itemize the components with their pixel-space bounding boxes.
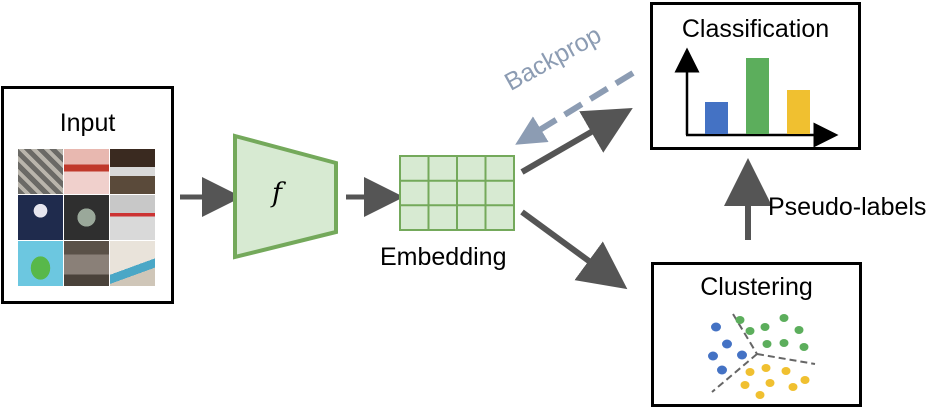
- input-image-thumbnail: [64, 241, 109, 286]
- cluster-point-yellow: [740, 381, 750, 389]
- cluster-point-yellow: [788, 383, 798, 391]
- cluster-point-blue: [722, 339, 732, 349]
- cluster-boundary: [711, 353, 758, 393]
- cluster-boundary: [732, 313, 758, 355]
- input-box: Input: [1, 86, 174, 304]
- input-title: Input: [59, 109, 116, 137]
- input-image-thumbnail: [64, 149, 109, 194]
- cluster-point-yellow: [800, 376, 810, 384]
- input-image-thumbnail: [64, 195, 109, 240]
- pseudo-labels-label: Pseudo-labels: [768, 193, 927, 221]
- cluster-point-yellow: [781, 367, 791, 375]
- encoder-symbol: f: [272, 178, 282, 209]
- cluster-point-blue: [717, 365, 727, 375]
- clustering-scatter: [708, 313, 816, 399]
- arrow-embedding-to-classification: [520, 107, 633, 175]
- encoder-trapezoid: [233, 133, 338, 260]
- clustering-title: Clustering: [700, 273, 813, 301]
- input-image-thumbnail: [110, 241, 155, 286]
- input-image-thumbnail: [18, 241, 63, 286]
- input-image-thumbnail: [110, 195, 155, 240]
- cluster-point-green: [799, 343, 809, 351]
- classification-bar-1: [705, 102, 728, 134]
- input-image-grid: [18, 149, 155, 286]
- input-image-thumbnail: [110, 149, 155, 194]
- cluster-boundary: [756, 353, 816, 365]
- input-image-thumbnail: [18, 195, 63, 240]
- clustering-box: Clustering: [651, 262, 862, 407]
- cluster-point-blue: [737, 350, 747, 360]
- embedding-label: Embedding: [380, 243, 507, 271]
- embedding-grid: [399, 155, 515, 231]
- cluster-point-green: [779, 314, 789, 322]
- cluster-point-blue: [711, 322, 721, 332]
- arrow-embedding-to-clustering: [520, 209, 628, 290]
- classification-title: Classification: [681, 15, 830, 43]
- classification-bar-2: [746, 58, 769, 134]
- cluster-point-yellow: [765, 379, 775, 387]
- cluster-point-green: [760, 323, 770, 331]
- input-image-thumbnail: [18, 149, 63, 194]
- classification-box: Classification: [650, 2, 861, 150]
- cluster-point-yellow: [755, 391, 765, 399]
- cluster-point-yellow: [745, 368, 755, 376]
- cluster-point-yellow: [761, 364, 771, 372]
- cluster-point-green: [762, 340, 772, 348]
- backprop-arrow: [515, 70, 635, 145]
- classification-chart: [674, 47, 839, 148]
- cluster-point-green: [735, 316, 745, 324]
- cluster-point-green: [745, 327, 755, 335]
- classification-bar-3: [787, 90, 810, 134]
- cluster-point-blue: [708, 351, 718, 361]
- cluster-point-green: [794, 326, 804, 334]
- cluster-point-green: [779, 339, 789, 347]
